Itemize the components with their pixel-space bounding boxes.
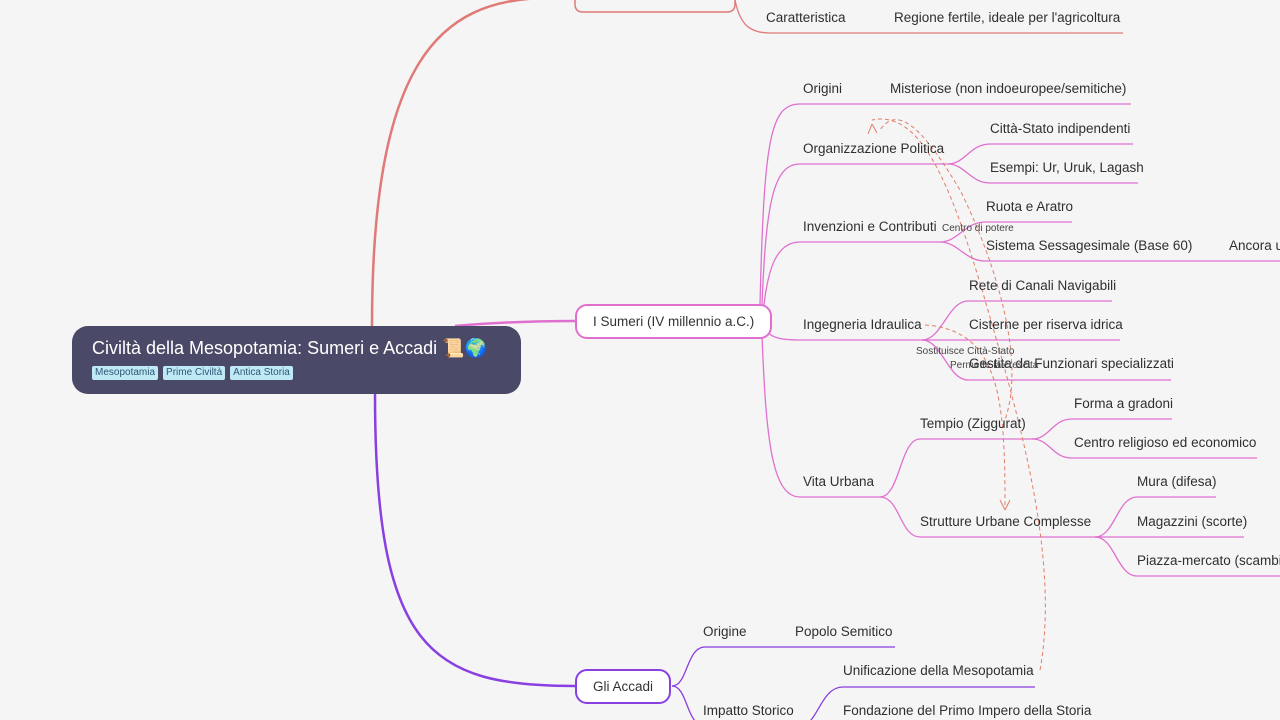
relation-permette <box>924 324 1006 506</box>
tempio-item[interactable]: Forma a gradoni <box>1074 396 1174 411</box>
tempio-item[interactable]: Centro religioso ed economico <box>1074 435 1257 450</box>
accadi-node[interactable]: Gli Accadi <box>575 669 672 704</box>
impatto-item[interactable]: Unificazione della Mesopotamia <box>843 663 1034 678</box>
organizzazione-item[interactable]: Città-Stato indipendenti <box>990 121 1131 136</box>
relation-label-sostituisce[interactable]: Sostituisce Città-Stato <box>916 346 1015 357</box>
caratteristica-label[interactable]: Caratteristica <box>766 10 846 25</box>
invenzioni-extra[interactable]: Ancora u <box>1229 238 1280 253</box>
relation-label-permette[interactable]: Permette la crescita <box>950 360 1039 371</box>
link-top-caratteristica <box>734 0 1123 34</box>
impatto-item[interactable]: Fondazione del Primo Impero della Storia <box>843 703 1092 718</box>
root-title: Civiltà della Mesopotamia: Sumeri e Acca… <box>92 338 487 358</box>
origini-label[interactable]: Origini <box>803 81 843 96</box>
strutture-item[interactable]: Magazzini (scorte) <box>1137 514 1248 529</box>
invenzioni-label[interactable]: Invenzioni e Contributi <box>803 219 937 234</box>
strutture-label[interactable]: Strutture Urbane Complesse <box>920 514 1092 529</box>
ingegneria-item[interactable]: Cisterne per riserva idrica <box>969 317 1123 332</box>
organizzazione-label[interactable]: Organizzazione Politica <box>803 141 945 156</box>
relation-label-centro[interactable]: Centro di potere <box>942 223 1014 234</box>
root-node[interactable]: Civiltà della Mesopotamia: Sumeri e Acca… <box>72 326 521 394</box>
tag-antica-storia[interactable]: Antica Storia <box>230 366 293 380</box>
invenzioni-item[interactable]: Sistema Sessagesimale (Base 60) <box>986 238 1193 253</box>
invenzioni-item[interactable]: Ruota e Aratro <box>986 199 1074 214</box>
tempio-label[interactable]: Tempio (Ziggurat) <box>920 416 1026 431</box>
ingegneria-label[interactable]: Ingegneria Idraulica <box>803 317 922 332</box>
impatto-label[interactable]: Impatto Storico <box>703 703 794 718</box>
top-node-outline <box>574 0 736 13</box>
relation-sostituisce <box>879 119 1013 426</box>
tag-prime-civilta[interactable]: Prime Civiltà <box>163 366 226 380</box>
ingegneria-item[interactable]: Gestita da Funzionari specializzati <box>969 356 1174 371</box>
ingegneria-item[interactable]: Rete di Canali Navigabili <box>969 278 1117 293</box>
link-root-top <box>370 0 531 327</box>
strutture-item[interactable]: Mura (difesa) <box>1137 474 1217 489</box>
link-root-sumeri <box>454 319 576 328</box>
strutture-item[interactable]: Piazza-mercato (scambi) <box>1137 553 1280 568</box>
vita-urbana-label[interactable]: Vita Urbana <box>803 474 875 489</box>
origine-value[interactable]: Popolo Semitico <box>795 624 893 639</box>
link-root-accadi <box>373 393 576 688</box>
caratteristica-value[interactable]: Regione fertile, ideale per l'agricoltur… <box>894 10 1121 25</box>
sumeri-node[interactable]: I Sumeri (IV millennio a.C.) <box>575 304 773 339</box>
relation-centro <box>871 118 1046 671</box>
origine-label[interactable]: Origine <box>703 624 747 639</box>
organizzazione-item[interactable]: Esempi: Ur, Uruk, Lagash <box>990 160 1144 175</box>
tag-mesopotamia[interactable]: Mesopotamia <box>92 366 159 380</box>
root-tags: Mesopotamia Prime Civiltà Antica Storia <box>92 366 501 380</box>
origini-value[interactable]: Misteriose (non indoeuropee/semitiche) <box>890 81 1127 96</box>
